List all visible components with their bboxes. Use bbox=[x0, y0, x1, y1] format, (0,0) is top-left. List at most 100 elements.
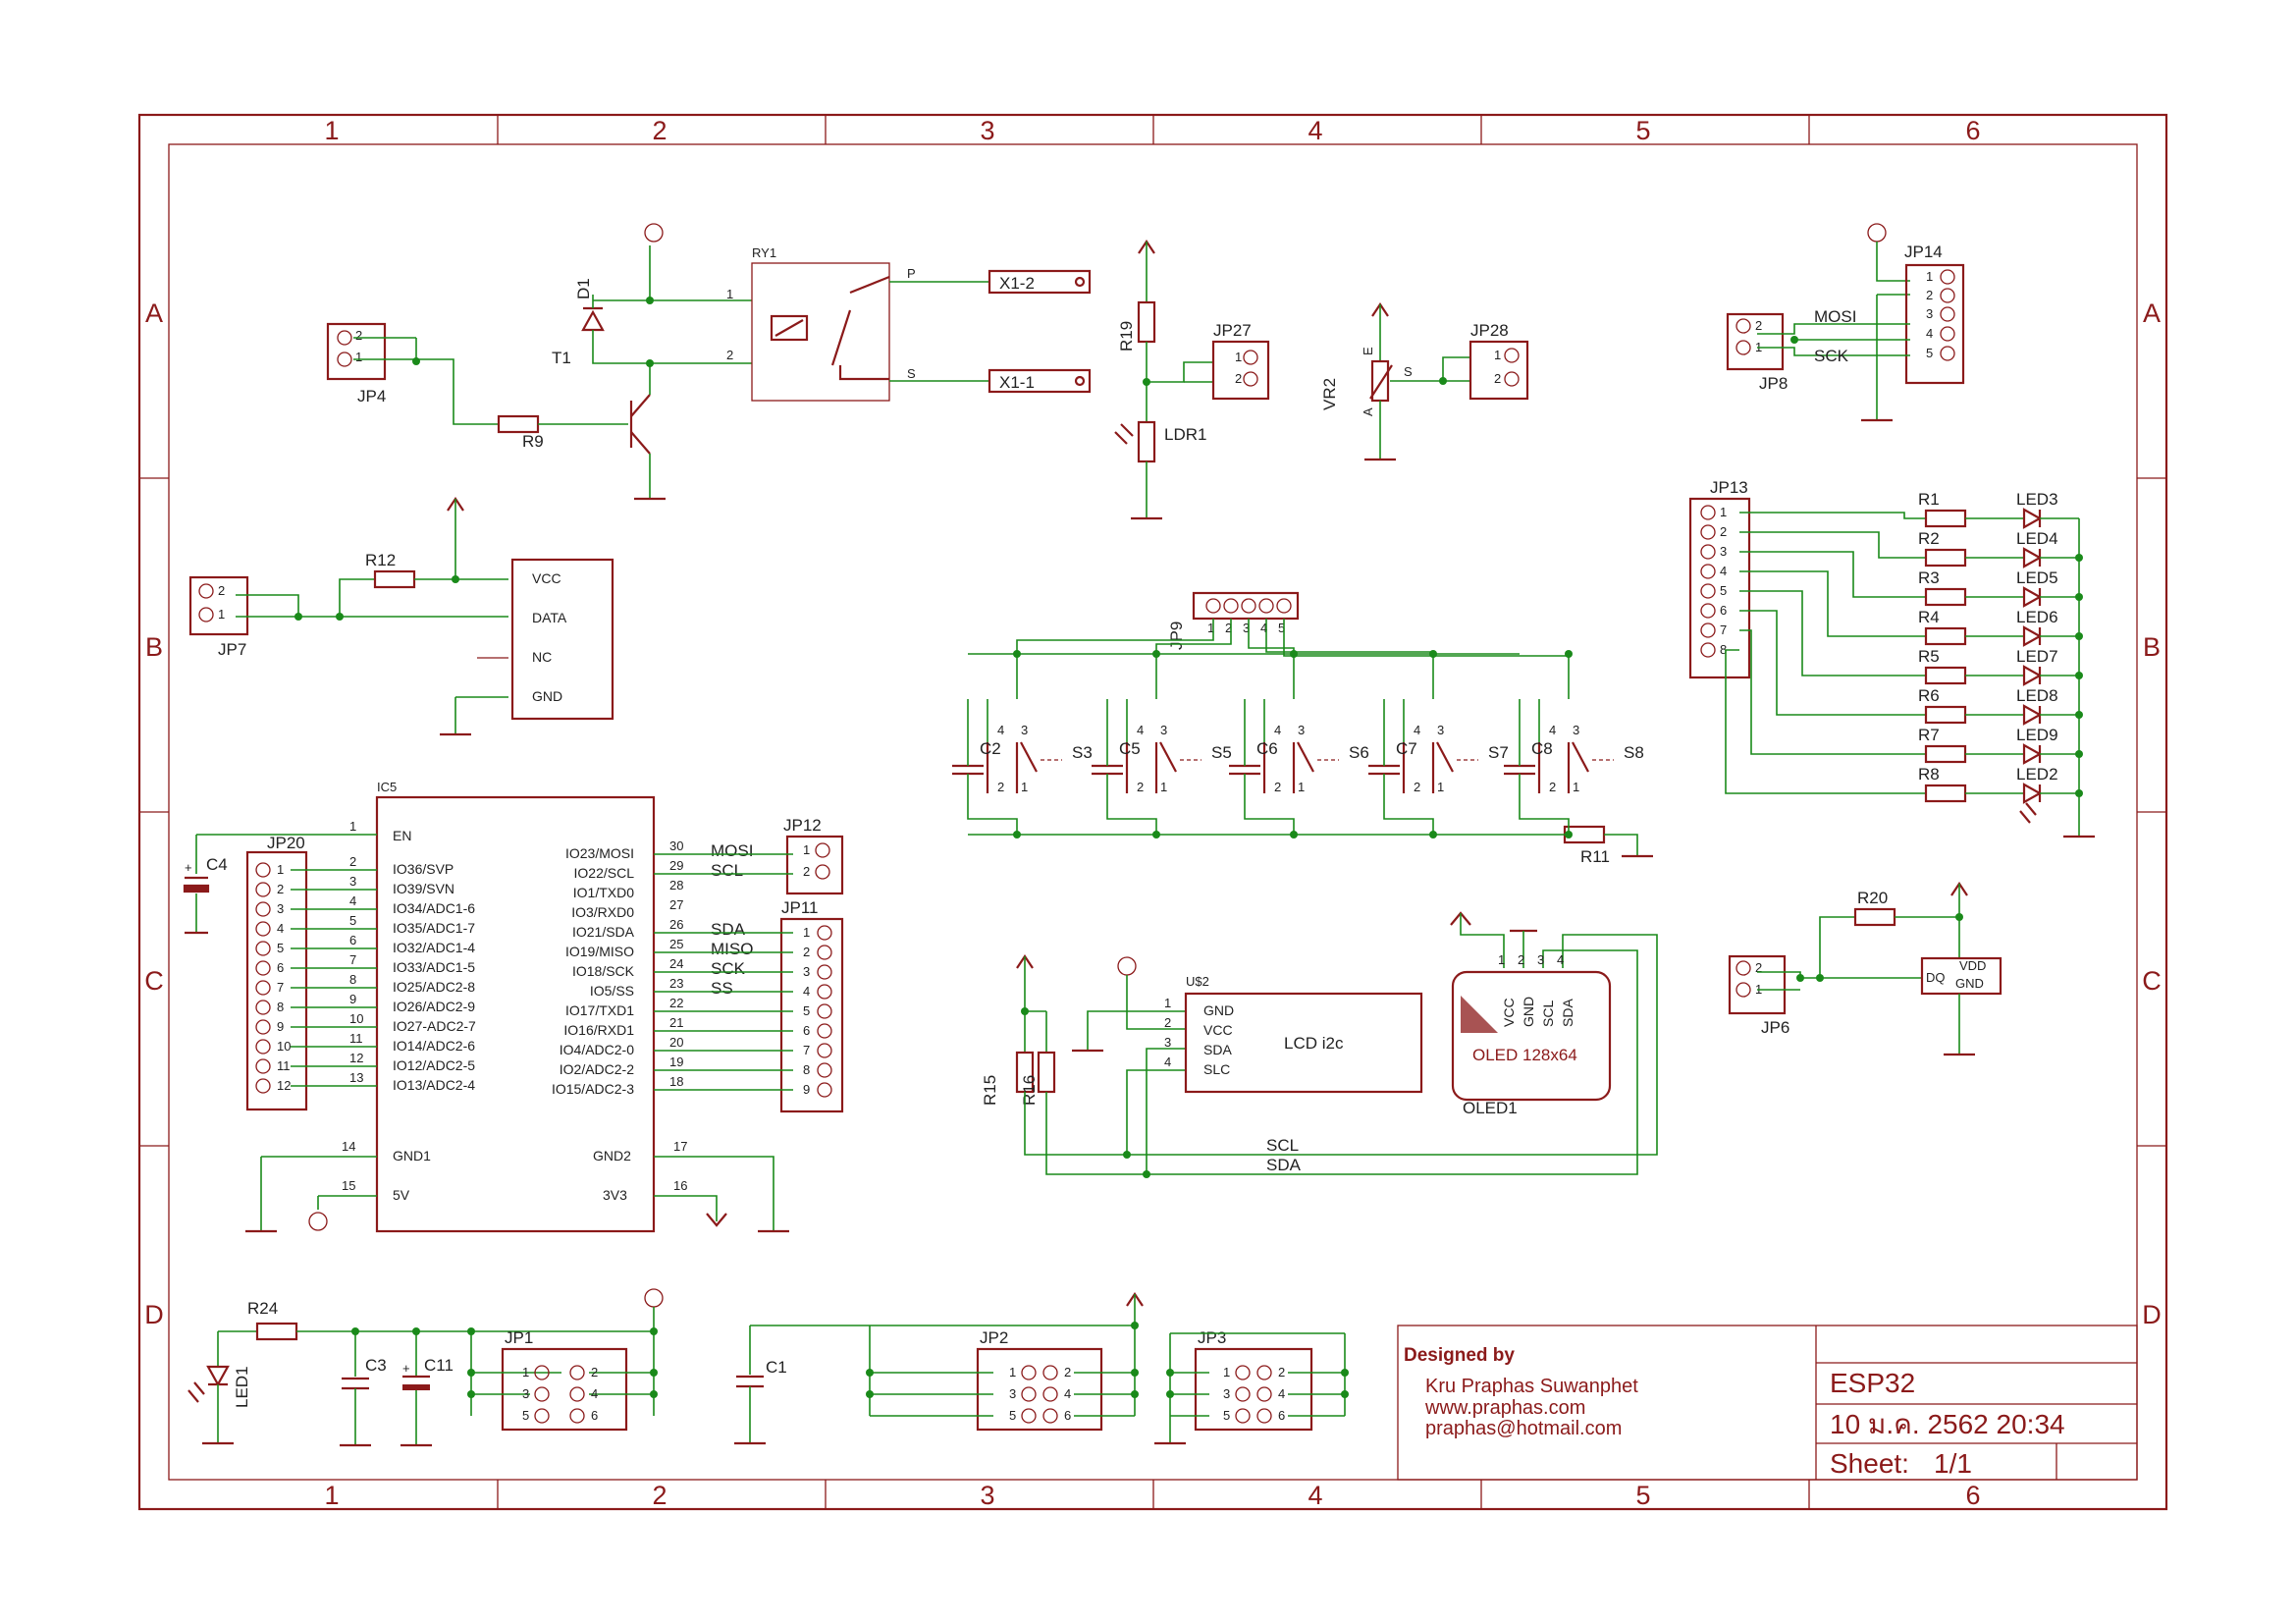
jp13-pin-hole bbox=[1700, 544, 1716, 560]
relay-ry1 bbox=[751, 262, 890, 402]
pot-section: E A VR2 S 12 JP28 bbox=[1320, 302, 1529, 461]
switch-contact bbox=[1020, 741, 1038, 773]
esp-pin-num: 3 bbox=[349, 874, 356, 889]
jp11-pin-num: 5 bbox=[803, 1003, 810, 1018]
oled-title: OLED 128x64 bbox=[1472, 1046, 1577, 1064]
esp-pin-name: IO5/SS bbox=[590, 983, 634, 999]
r15-label: R15 bbox=[981, 1075, 999, 1106]
esp-net-label: SCK bbox=[711, 959, 746, 978]
switch-wire bbox=[1265, 619, 1434, 699]
lcd-pin-sda: SDA bbox=[1203, 1042, 1232, 1057]
header-pin-hole bbox=[534, 1365, 550, 1380]
jp13-pin-hole bbox=[1700, 603, 1716, 619]
led-resistor-label: R4 bbox=[1918, 608, 1940, 626]
esp-pin-name: IO14/ADC2-6 bbox=[393, 1038, 475, 1054]
header-pin-num: 3 bbox=[522, 1386, 529, 1401]
esp-pin-num: 8 bbox=[349, 972, 356, 987]
esp-pin-name: IO27-ADC2-7 bbox=[393, 1018, 476, 1034]
led-label: LED9 bbox=[2016, 726, 2058, 744]
jp8-header bbox=[1726, 312, 1785, 371]
jp20-header bbox=[245, 850, 308, 1111]
jp13-pin-num: 5 bbox=[1720, 583, 1727, 598]
x1-2-label: X1-2 bbox=[999, 274, 1035, 293]
header-pin-hole bbox=[1042, 1386, 1058, 1402]
author-name: Kru Praphas Suwanphet bbox=[1425, 1376, 1638, 1397]
power-section: LED1 R24 C3 + C11 JP1 bbox=[187, 1288, 1349, 1447]
x1-2-terminal bbox=[988, 269, 1092, 295]
ds18b20-sensor bbox=[1920, 956, 2002, 996]
r24-label: R24 bbox=[247, 1299, 278, 1318]
esp-pin-15-num: 15 bbox=[342, 1178, 355, 1193]
jp11-pin-num: 6 bbox=[803, 1023, 810, 1038]
switch-pin-num: 1 bbox=[1573, 780, 1579, 794]
jp14-header bbox=[1904, 263, 1965, 385]
r12-label: R12 bbox=[365, 551, 396, 569]
switch-wire bbox=[1248, 619, 1295, 699]
jp9-pin-num: 4 bbox=[1260, 621, 1267, 635]
esp-pin-num: 27 bbox=[669, 897, 683, 912]
esp-pin-14-num: 14 bbox=[342, 1139, 355, 1154]
d1-label: D1 bbox=[574, 278, 593, 299]
esp-pin-17-num: 17 bbox=[673, 1139, 687, 1154]
led-resistor bbox=[1924, 666, 1967, 685]
jp13-pin-hole bbox=[1700, 642, 1716, 658]
grid-col-6-bottom: 6 bbox=[1965, 1481, 1980, 1510]
jp9-pin-num: 3 bbox=[1243, 621, 1250, 635]
led-label: LED7 bbox=[2016, 647, 2058, 666]
led-wire bbox=[1725, 649, 1926, 794]
esp-net-label: SCL bbox=[711, 861, 743, 880]
led-diode bbox=[2022, 508, 2043, 529]
junction-dot bbox=[1013, 650, 1021, 658]
jp4-header bbox=[326, 322, 387, 381]
esp-pin-num: 10 bbox=[349, 1011, 363, 1026]
svg-text:1: 1 bbox=[1235, 350, 1242, 364]
esp-pin-name: IO35/ADC1-7 bbox=[393, 920, 475, 936]
jp13-pin-hole bbox=[1700, 524, 1716, 540]
jp20-pin-num: 11 bbox=[277, 1058, 291, 1073]
vr2-label: VR2 bbox=[1320, 378, 1339, 410]
led-resistor-label: R3 bbox=[1918, 568, 1940, 587]
jp20-pin-hole bbox=[255, 1000, 271, 1015]
jp13-pin-hole bbox=[1700, 505, 1716, 520]
u2-label: U$2 bbox=[1186, 974, 1209, 989]
svg-text:+: + bbox=[185, 860, 192, 875]
jp20-pin-hole bbox=[255, 960, 271, 976]
r9-resistor bbox=[497, 414, 540, 434]
switch-wire bbox=[1106, 774, 1157, 835]
grid-labels: 1 2 3 4 5 6 1 2 3 4 5 6 A B C D A B C D bbox=[144, 116, 2162, 1510]
header-pin-num: 4 bbox=[1064, 1386, 1071, 1401]
led-wire bbox=[1739, 570, 1926, 637]
led-resistor bbox=[1924, 587, 1967, 607]
led-resistor bbox=[1924, 705, 1967, 725]
jp1-label: JP1 bbox=[505, 1328, 533, 1347]
esp-pin-num: 11 bbox=[349, 1031, 363, 1046]
led-resistor-label: R6 bbox=[1918, 686, 1940, 705]
esp-pin-num: 22 bbox=[669, 996, 683, 1010]
header-pin-num: 1 bbox=[522, 1365, 529, 1380]
jp2-header bbox=[976, 1347, 1103, 1432]
jp28-header bbox=[1468, 340, 1529, 401]
switch-pin-num: 1 bbox=[1021, 780, 1028, 794]
led-resistor bbox=[1924, 548, 1967, 568]
grid-row-a-right: A bbox=[2143, 298, 2161, 328]
jp20-pin-hole bbox=[255, 1058, 271, 1074]
header-pin-num: 2 bbox=[1278, 1365, 1285, 1380]
oled-pin4-num: 4 bbox=[1557, 952, 1564, 967]
jp11-pin-hole bbox=[817, 964, 832, 980]
jp6-header bbox=[1728, 954, 1787, 1015]
lcd-pin1-num: 1 bbox=[1164, 996, 1171, 1010]
jp20-pin-num: 3 bbox=[277, 901, 284, 916]
author-email: praphas@hotmail.com bbox=[1425, 1418, 1622, 1439]
ldr1 bbox=[1137, 420, 1156, 463]
esp-pin-gnd2: GND2 bbox=[593, 1148, 631, 1163]
esp-net-label: MISO bbox=[711, 940, 753, 958]
led-wire bbox=[1739, 629, 1926, 755]
led-label: LED2 bbox=[2016, 765, 2058, 784]
esp-pin-name: IO17/TXD1 bbox=[565, 1002, 634, 1018]
header-pin-num: 3 bbox=[1223, 1386, 1230, 1401]
esp-pin-name: IO16/RXD1 bbox=[563, 1022, 634, 1038]
spi-section: 12 34 5 JP14 21 JP8 MOSI SCK bbox=[1726, 223, 1965, 422]
oled-pin3-num: 3 bbox=[1537, 952, 1544, 967]
header-pin-num: 5 bbox=[522, 1408, 529, 1423]
